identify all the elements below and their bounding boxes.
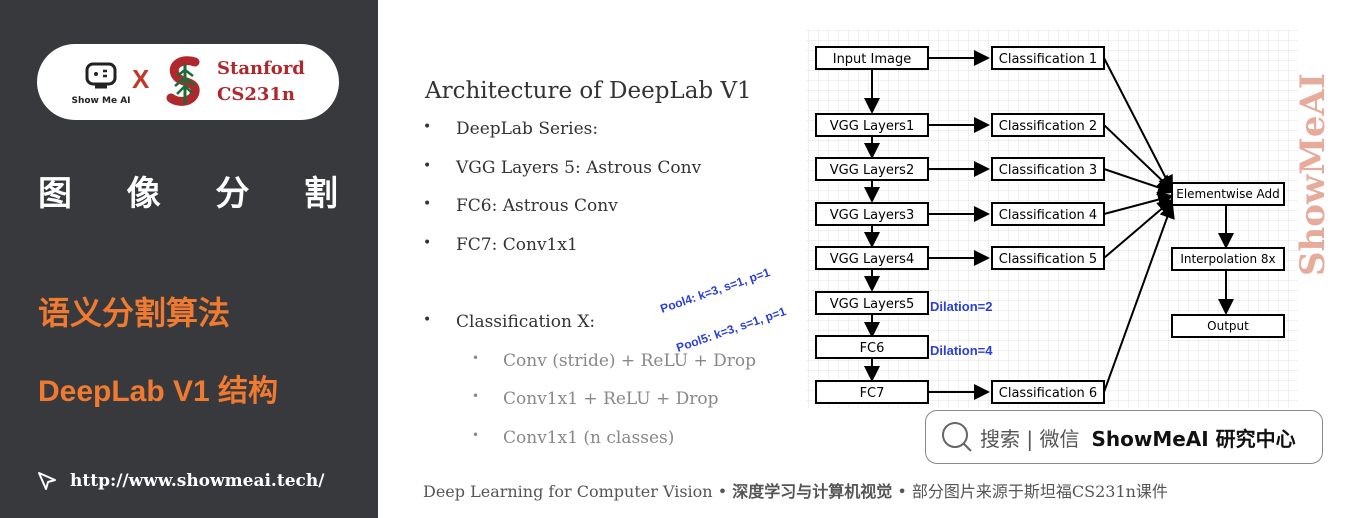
svg-text:Classification 6: Classification 6 <box>999 386 1097 401</box>
node-classification-2: Classification 2 <box>991 113 1105 137</box>
title-char: 像 <box>126 174 161 214</box>
topic-title: 语义分割算法 <box>38 294 231 332</box>
svg-text:Classification 1: Classification 1 <box>999 52 1097 67</box>
footer-cn-tail: 部分图片来源于斯坦福CS231n课件 <box>911 482 1168 501</box>
bullet-text: FC6: Astrous Conv <box>456 196 618 216</box>
node-input-image: Input Image <box>815 46 929 70</box>
stanford-line2: CS231n <box>217 84 295 105</box>
svg-text:FC7: FC7 <box>860 386 885 401</box>
svg-text:VGG Layers5: VGG Layers5 <box>830 297 914 312</box>
node-output: Output <box>1171 314 1285 338</box>
slide-content: Architecture of DeepLab V1 •DeepLab Seri… <box>378 0 1361 518</box>
sub-bullet-text: Conv1x1 (n classes) <box>503 427 675 448</box>
svg-text:VGG Layers3: VGG Layers3 <box>830 208 914 223</box>
footer-en: Deep Learning for Computer Vision <box>423 482 713 501</box>
svg-text:Classification 4: Classification 4 <box>999 208 1097 223</box>
search-box[interactable]: 搜索 | 微信 ShowMeAI 研究中心 <box>925 410 1323 464</box>
sub-list-item: •Conv (stride) + ReLU + Drop <box>423 351 756 390</box>
node-vgg-layers2: VGG Layers2 <box>815 157 929 181</box>
svg-text:Classification 2: Classification 2 <box>999 119 1097 134</box>
footer-sep: • <box>717 482 728 501</box>
cursor-icon <box>38 472 56 490</box>
title-char: 图 <box>38 174 72 214</box>
svg-text:Elementwise Add: Elementwise Add <box>1176 187 1280 201</box>
node-vgg-layers5: VGG Layers5 <box>815 291 929 315</box>
stanford-tree-icon <box>166 56 200 106</box>
bullet-text: Classification X: <box>456 312 596 332</box>
footer: Deep Learning for Computer Vision • 深度学习… <box>423 478 1168 502</box>
node-fc6: FC6 <box>815 335 929 359</box>
svg-text:Interpolation 8x: Interpolation 8x <box>1180 252 1275 266</box>
stanford-line1: Stanford <box>217 58 305 79</box>
node-vgg-layers4: VGG Layers4 <box>815 246 929 270</box>
sub-list-item: •Conv1x1 + ReLU + Drop <box>423 389 756 428</box>
node-vgg-layers1: VGG Layers1 <box>815 113 929 137</box>
footer-cn-bold: 深度学习与计算机视觉 <box>732 482 893 501</box>
svg-text:Input Image: Input Image <box>833 52 912 67</box>
deeplab-architecture-diagram: Input Image VGG Layers1 VGG Layers2 VGG … <box>658 30 1298 408</box>
sub-bullet-text: Conv1x1 + ReLU + Drop <box>503 389 719 409</box>
svg-text:VGG Layers2: VGG Layers2 <box>830 163 914 178</box>
stanford-label: Stanford CS231n <box>217 56 305 108</box>
node-fc7: FC7 <box>815 380 929 404</box>
section-title: 图 像 分 割 <box>38 166 338 215</box>
svg-text:Output: Output <box>1207 319 1249 333</box>
list-item: •DeepLab Series: <box>423 119 701 158</box>
logo-label: Show Me AI <box>71 96 131 106</box>
node-classification-6: Classification 6 <box>991 380 1105 404</box>
website-url[interactable]: http://www.showmeai.tech/ <box>70 471 325 491</box>
node-interpolation: Interpolation 8x <box>1171 247 1285 271</box>
logo-banner: Show Me AI X Stanford CS231n <box>37 44 339 120</box>
sub-list-item: •Conv1x1 (n classes) <box>423 428 756 467</box>
svg-text:VGG Layers1: VGG Layers1 <box>830 119 914 134</box>
search-icon <box>942 422 972 452</box>
node-vgg-layers3: VGG Layers3 <box>815 202 929 226</box>
slide-heading: Architecture of DeepLab V1 <box>425 78 752 104</box>
list-item: •Classification X: <box>423 312 756 351</box>
svg-text:Classification 3: Classification 3 <box>999 163 1097 178</box>
svg-text:ShowMeAI: ShowMeAI <box>1293 73 1333 276</box>
website-link[interactable]: http://www.showmeai.tech/ <box>36 470 324 492</box>
svg-text:FC6: FC6 <box>860 341 885 356</box>
bullet-text: FC7: Conv1x1 <box>456 234 578 255</box>
sidebar: Show Me AI X Stanford CS231n 图 像 分 割 语义分… <box>0 0 378 518</box>
node-classification-5: Classification 5 <box>991 246 1105 270</box>
showmeai-logo: Show Me AI <box>61 60 141 106</box>
list-item: •VGG Layers 5: Astrous Conv <box>423 158 701 197</box>
title-char: 分 <box>215 174 250 214</box>
node-classification-4: Classification 4 <box>991 202 1105 226</box>
logo-separator: X <box>132 64 150 94</box>
node-classification-3: Classification 3 <box>991 157 1105 181</box>
bullet-list: •DeepLab Series: •VGG Layers 5: Astrous … <box>423 119 701 273</box>
dilation-label: Dilation=4 <box>930 343 993 358</box>
robot-icon <box>85 62 117 89</box>
title-char: 割 <box>303 174 338 214</box>
list-item: •FC7: Conv1x1 <box>423 235 701 274</box>
dilation-label: Dilation=2 <box>930 299 993 314</box>
bullet-text: VGG Layers 5: Astrous Conv <box>456 157 702 178</box>
footer-sep: • <box>897 482 907 501</box>
svg-text:Classification 5: Classification 5 <box>999 252 1097 267</box>
sub-bullet-text: Conv (stride) + ReLU + Drop <box>503 350 757 371</box>
list-item: •FC6: Astrous Conv <box>423 196 701 235</box>
classification-list: •Classification X: •Conv (stride) + ReLU… <box>423 312 756 466</box>
showmeai-watermark: ShowMeAI <box>1293 73 1333 276</box>
topic-subtitle: DeepLab V1 结构 <box>38 375 279 408</box>
pool-label: Pool5: k=3, s=1, p=1 <box>674 304 788 355</box>
svg-text:VGG Layers4: VGG Layers4 <box>830 252 914 267</box>
bullet-text: DeepLab Series: <box>456 119 599 139</box>
node-elementwise-add: Elementwise Add <box>1171 182 1285 206</box>
search-text: 搜索 | 微信 <box>980 426 1080 451</box>
pool-label: Pool4: k=3, s=1, p=1 <box>658 265 772 316</box>
node-classification-1: Classification 1 <box>991 46 1105 70</box>
search-brand: ShowMeAI 研究中心 <box>1091 426 1296 451</box>
